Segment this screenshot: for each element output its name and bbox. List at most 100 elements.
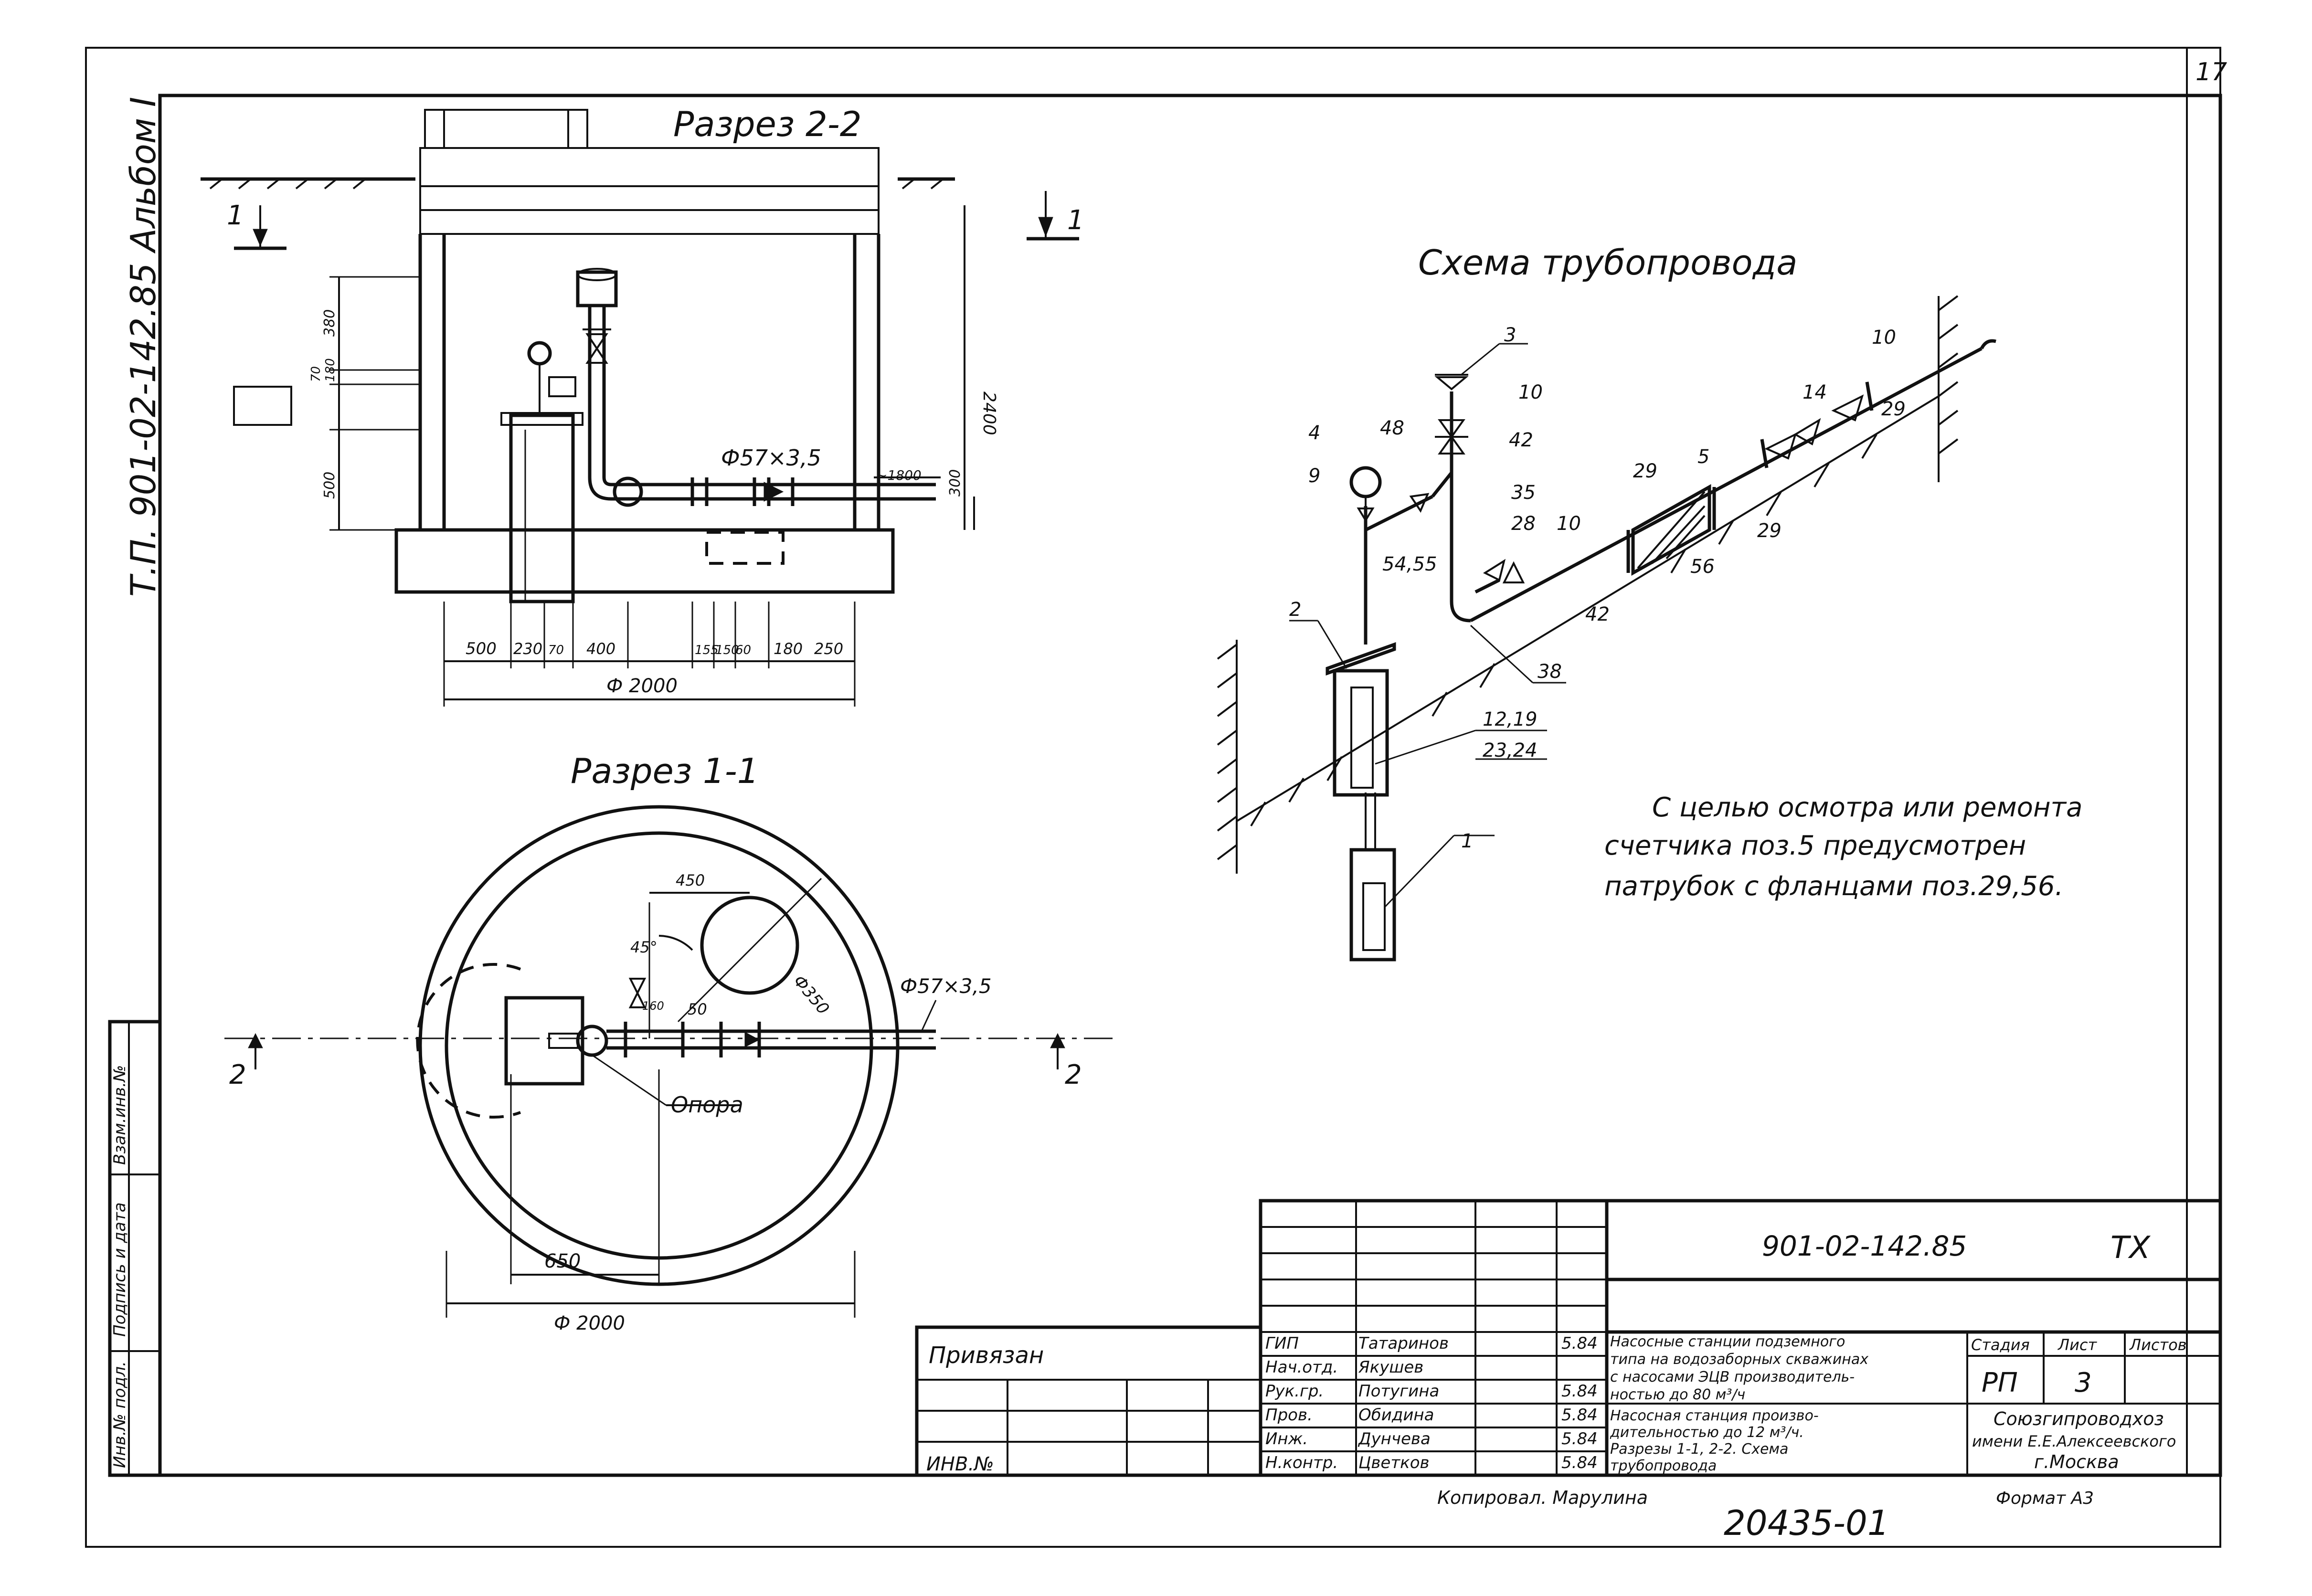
callout-28: 28: [1511, 513, 1536, 535]
section-2-2: Разрез 2-2 1 1: [201, 104, 1084, 707]
note-line-2: счетчика поз.5 предусмотрен: [1604, 830, 2026, 861]
dim-bottom-1: 230: [513, 640, 542, 658]
sheet-value: 3: [2075, 1367, 2092, 1398]
callout-42b: 42: [1585, 603, 1610, 625]
dim-450: 450: [676, 871, 705, 889]
binding-block: Привязан ИНВ.№: [915, 1325, 1262, 1477]
name-3: Обидина: [1358, 1406, 1434, 1425]
desc1-line-0: Насосные станции подземного: [1610, 1333, 1845, 1350]
pipeline-scheme: Схема трубопровода: [1217, 243, 1996, 962]
dim-bottom-6: 60: [735, 643, 751, 657]
stage-value: РП: [1982, 1367, 2018, 1398]
desc1-line-3: ностью до 80 м³/ч: [1610, 1386, 1745, 1403]
org-line-0: Союзгипроводхоз: [1994, 1408, 2164, 1429]
dim-bottom-2: 70: [548, 643, 564, 657]
scheme-title: Схема трубопровода: [1418, 243, 1797, 283]
dim-500-v: 500: [321, 472, 338, 499]
diameter-22: Ф 2000: [606, 675, 678, 697]
callout-12-19: 12,19: [1483, 708, 1538, 730]
date-0: 5.84: [1561, 1334, 1598, 1353]
pipe-label-22: Ф57×3,5: [721, 445, 821, 471]
callout-10b: 10: [1557, 513, 1581, 535]
org-line-1: имени Е.Е.Алексеевского: [1972, 1432, 2176, 1450]
doc-number: 20435-01: [1724, 1503, 1889, 1543]
callout-29b: 29: [1633, 460, 1657, 482]
side-stamp: Взам.инв.№ Подпись и дата Инв.№ подл.: [108, 1020, 162, 1477]
callout-3: 3: [1504, 324, 1516, 346]
dim-bottom-4: 155: [695, 643, 719, 657]
dim-650: 650: [544, 1250, 581, 1272]
callout-1: 1: [1461, 830, 1473, 852]
callout-42a: 42: [1509, 429, 1533, 451]
name-4: Дунчева: [1358, 1429, 1431, 1448]
callout-10a: 10: [1518, 381, 1543, 403]
dim-bottom-7: 180: [774, 640, 803, 658]
note-line-3: патрубок с фланцами поз.29,56.: [1604, 871, 2063, 902]
section-22-title: Разрез 2-2: [673, 104, 862, 144]
callout-10c: 10: [1872, 327, 1896, 349]
callout-29c: 29: [1757, 520, 1782, 542]
desc2-line-2: Разрезы 1-1, 2-2. Схема: [1610, 1441, 1788, 1458]
angle-45: 45°: [630, 938, 658, 956]
callout-54-55: 54,55: [1382, 553, 1437, 575]
name-0: Татаринов: [1358, 1334, 1449, 1353]
callout-56: 56: [1690, 556, 1715, 578]
detail-box: [233, 386, 292, 426]
section-mark-2-right: 2: [1065, 1059, 1082, 1090]
callout-5: 5: [1697, 446, 1709, 468]
role-5: Н.контр.: [1265, 1453, 1338, 1472]
name-5: Цветков: [1358, 1453, 1430, 1472]
date-3: 5.84: [1561, 1406, 1598, 1425]
org-line-2: г.Москва: [2034, 1451, 2119, 1472]
callout-9: 9: [1308, 465, 1320, 487]
sheets-header: Листов: [2129, 1336, 2187, 1354]
section-mark-2-left: 2: [229, 1059, 246, 1090]
date-4: 5.84: [1561, 1429, 1598, 1448]
callout-4: 4: [1308, 422, 1320, 444]
copied-by: Копировал. Марулина: [1437, 1487, 1648, 1508]
note-line-1: С целью осмотра или ремонта: [1652, 792, 2083, 823]
album-label: Т.П. 901-02-142.85 Альбом I: [123, 97, 163, 597]
dim-1800: ~1800: [876, 467, 922, 483]
desc1-line-1: типа на водозаборных скважинах: [1610, 1351, 1868, 1368]
format-label: Формат А3: [1996, 1489, 2094, 1508]
date-5: 5.84: [1561, 1453, 1598, 1472]
callout-29a: 29: [1881, 398, 1906, 420]
doc-code: 901-02-142.85: [1762, 1230, 1967, 1262]
callout-35: 35: [1511, 482, 1536, 504]
dim-70: 70: [309, 366, 323, 382]
callout-14: 14: [1803, 381, 1827, 403]
sheet-header: Лист: [2057, 1336, 2097, 1354]
dim-bottom-8: 250: [814, 640, 843, 658]
desc1-line-2: с насосами ЭЦВ производитель-: [1610, 1369, 1855, 1385]
diam-350: Ф350: [789, 972, 833, 1018]
section-1-1: Разрез 1-1 2 2 450 45° Ф350 50 160: [224, 751, 1113, 1334]
dim-380: 380: [321, 309, 338, 337]
stage-header: Стадия: [1971, 1336, 2030, 1354]
side-label-3: Инв.№ подл.: [110, 1361, 129, 1468]
doc-mark: ТХ: [2110, 1230, 2151, 1266]
dim-160: 160: [642, 999, 664, 1013]
dim-180: 180: [323, 358, 338, 382]
side-label-2: Подпись и дата: [110, 1202, 129, 1337]
callout-48: 48: [1380, 417, 1404, 439]
inv-label: ИНВ.№: [926, 1453, 994, 1475]
pipe-label-11: Ф57×3,5: [900, 974, 992, 998]
role-4: Инж.: [1265, 1429, 1308, 1448]
dim-2400: 2400: [979, 391, 999, 435]
dim-50: 50: [688, 1000, 707, 1018]
role-3: Пров.: [1265, 1406, 1313, 1425]
section-mark-right: 1: [1067, 205, 1084, 236]
desc2-line-3: трубопровода: [1610, 1458, 1717, 1474]
callout-38: 38: [1538, 661, 1562, 683]
dim-bottom-5: 150: [715, 643, 739, 657]
role-0: ГИП: [1265, 1334, 1299, 1353]
section-mark-left: 1: [227, 200, 244, 231]
role-2: Рук.гр.: [1265, 1382, 1324, 1401]
desc2-line-0: Насосная станция произво-: [1610, 1407, 1819, 1424]
role-1: Нач.отд.: [1265, 1358, 1338, 1377]
callout-23-24: 23,24: [1483, 740, 1538, 761]
binding-label: Привязан: [929, 1342, 1044, 1369]
title-block: 901-02-142.85 ТХ ГИП Татаринов 5.84 Нач.…: [1259, 1199, 2222, 1477]
page-number: 17: [2195, 58, 2227, 86]
